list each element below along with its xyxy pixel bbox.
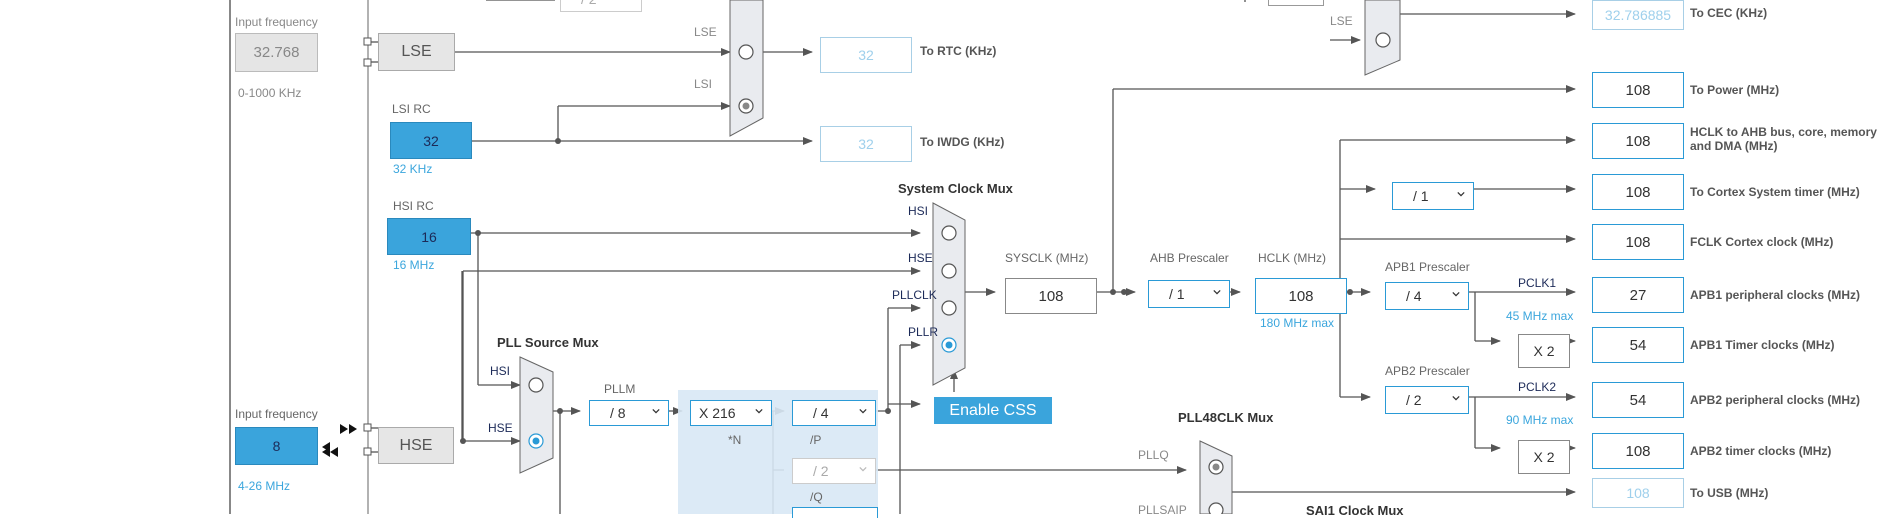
- apb2-prescaler-label: APB2 Prescaler: [1385, 364, 1470, 378]
- apb2-timer-multiplier: X 2: [1518, 440, 1570, 474]
- output-value-power[interactable]: 108: [1592, 72, 1684, 108]
- lse-input-frequency-value[interactable]: 32.768: [235, 33, 318, 72]
- system-clock-mux-title: System Clock Mux: [898, 181, 1013, 196]
- output-label-apb2-peripheral: APB2 peripheral clocks (MHz): [1690, 393, 1861, 407]
- pclk2-label: PCLK2: [1518, 380, 1557, 394]
- plln-select[interactable]: X 216: [690, 400, 772, 426]
- chevron-down-icon: [1452, 395, 1460, 401]
- cec-output-label: To CEC (KHz): [1690, 6, 1768, 20]
- rtc-output-label: To RTC (KHz): [920, 44, 997, 58]
- sys-mux-pllr-label: PLLR: [908, 325, 939, 339]
- output-value-hclk[interactable]: 108: [1592, 123, 1684, 159]
- pllm-label: PLLM: [604, 382, 636, 396]
- lse-input-frequency-label: Input frequency: [235, 15, 318, 29]
- pllq-label: /Q: [810, 490, 823, 504]
- pll48clk-mux-title: PLL48CLK Mux: [1178, 410, 1274, 425]
- usb-output-value[interactable]: 108: [1592, 478, 1684, 508]
- pllq-select[interactable]: / 2: [792, 458, 876, 484]
- output-label-fclk: FCLK Cortex clock (MHz): [1690, 235, 1834, 249]
- output-value-cortex-timer[interactable]: 108: [1592, 174, 1684, 210]
- sai1-clock-mux-title: SAI1 Clock Mux: [1306, 503, 1404, 518]
- pll48-pllq-label: PLLQ: [1138, 448, 1169, 462]
- output-value-fclk[interactable]: 108: [1592, 224, 1684, 260]
- output-value-apb1-timer[interactable]: 54: [1592, 327, 1684, 363]
- cec-top-box: [1268, 0, 1324, 6]
- plln-label: *N: [728, 433, 742, 447]
- hsi-rc-value[interactable]: 16: [387, 218, 471, 255]
- output-label-apb1-timer: APB1 Timer clocks (MHz): [1690, 338, 1835, 352]
- pll-source-mux-hsi-label: HSI: [490, 364, 511, 378]
- lsi-rc-title: LSI RC: [392, 102, 431, 116]
- chevron-down-icon: [652, 408, 660, 414]
- cec-output-value[interactable]: 32.786885: [1592, 0, 1684, 30]
- output-value-apb1-peripheral[interactable]: 27: [1592, 277, 1684, 313]
- iwdg-output-value[interactable]: 32: [820, 126, 912, 162]
- ahb-prescaler-select[interactable]: / 1: [1148, 280, 1230, 308]
- pll-source-mux-hse-label: HSE: [488, 421, 513, 435]
- output-label-power: To Power (MHz): [1690, 83, 1780, 97]
- output-value-apb2-timer[interactable]: 108: [1592, 433, 1684, 469]
- apb1-max-label: 45 MHz max: [1506, 309, 1574, 323]
- output-label-apb2-timer: APB2 timer clocks (MHz): [1690, 444, 1832, 458]
- iwdg-output-label: To IWDG (KHz): [920, 135, 1005, 149]
- chevron-down-icon: [1452, 291, 1460, 297]
- hse-input-frequency-label: Input frequency: [235, 407, 318, 421]
- apb1-timer-multiplier: X 2: [1518, 334, 1570, 368]
- pllp-label: /P: [810, 433, 822, 447]
- pllr-select-partial[interactable]: [792, 507, 878, 518]
- apb1-prescaler-select[interactable]: / 4: [1385, 282, 1469, 310]
- lsi-rc-sub: 32 KHz: [393, 162, 433, 176]
- output-label-apb1-peripheral: APB1 peripheral clocks (MHz): [1690, 288, 1861, 302]
- hclk-label: HCLK (MHz): [1258, 251, 1326, 265]
- hclk-max-label: 180 MHz max: [1260, 316, 1335, 330]
- sys-mux-hse-label: HSE: [908, 251, 933, 265]
- usb-output-label: To USB (MHz): [1690, 486, 1769, 500]
- apb2-prescaler-select[interactable]: / 2: [1385, 386, 1469, 414]
- hse-block[interactable]: HSE: [378, 427, 454, 464]
- output-label-cortex-timer: To Cortex System timer (MHz): [1690, 185, 1860, 199]
- pll48-pllsaip-label: PLLSAIP: [1138, 503, 1187, 517]
- output-value-apb2-peripheral[interactable]: 54: [1592, 382, 1684, 418]
- sys-mux-pllclk-label: PLLCLK: [892, 288, 937, 302]
- hsi-rc-title: HSI RC: [393, 199, 434, 213]
- cortex-timer-divider-select[interactable]: / 1: [1392, 182, 1474, 210]
- top-divider-select[interactable]: / 2: [560, 0, 642, 12]
- rtc-mux-lsi-label: LSI: [694, 77, 713, 91]
- hse-range-label: 4-26 MHz: [238, 479, 291, 493]
- lse-range-label: 0-1000 KHz: [238, 86, 302, 100]
- pllp-select[interactable]: / 4: [792, 400, 876, 426]
- pllm-select[interactable]: / 8: [589, 400, 669, 426]
- hse-input-frequency-value[interactable]: 8: [235, 427, 318, 465]
- rtc-mux-lse-label: LSE: [694, 25, 717, 39]
- chevron-down-icon: [1457, 191, 1465, 197]
- sys-mux-hsi-label: HSI: [908, 204, 929, 218]
- rtc-output-value[interactable]: 32: [820, 37, 912, 73]
- enable-css-button[interactable]: Enable CSS: [934, 397, 1052, 424]
- ahb-prescaler-label: AHB Prescaler: [1150, 251, 1229, 265]
- cec-lse-label: LSE: [1330, 14, 1353, 28]
- apb1-prescaler-label: APB1 Prescaler: [1385, 260, 1470, 274]
- lsi-rc-value[interactable]: 32: [390, 122, 472, 159]
- chevron-down-icon: [859, 408, 867, 414]
- hsi-rc-sub: 16 MHz: [393, 258, 435, 272]
- sysclk-label: SYSCLK (MHz): [1005, 251, 1089, 265]
- apb2-max-label: 90 MHz max: [1506, 413, 1574, 427]
- sysclk-value[interactable]: 108: [1005, 278, 1097, 314]
- chevron-down-icon: [755, 408, 763, 414]
- lse-block[interactable]: LSE: [378, 33, 455, 71]
- hclk-value[interactable]: 108: [1255, 278, 1347, 314]
- chevron-down-icon: [859, 466, 867, 472]
- output-label-hclk: HCLK to AHB bus, core, memory and DMA (M…: [1690, 125, 1877, 153]
- chevron-down-icon: [1213, 289, 1221, 295]
- pll-source-mux-title: PLL Source Mux: [497, 335, 599, 350]
- pclk1-label: PCLK1: [1518, 276, 1557, 290]
